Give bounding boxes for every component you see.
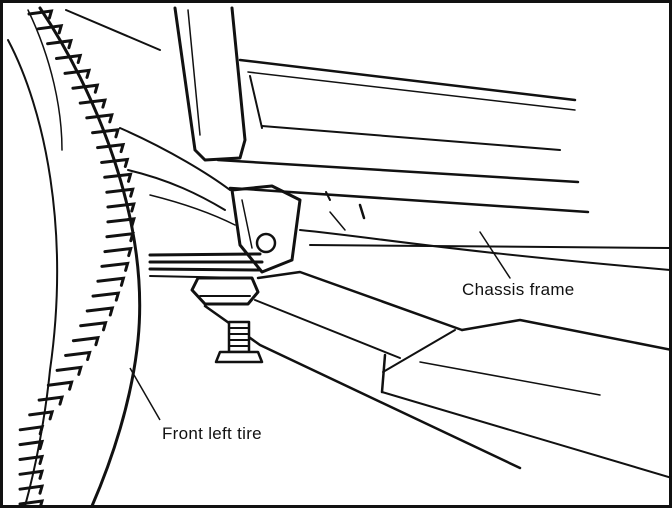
tread-mark bbox=[18, 439, 45, 451]
front-left-tire-label: Front left tire bbox=[162, 424, 262, 443]
tread-mark bbox=[18, 454, 45, 465]
tread-mark bbox=[27, 9, 54, 20]
tread-mark bbox=[85, 306, 115, 317]
tread-mark bbox=[64, 350, 92, 361]
tread-mark bbox=[71, 83, 100, 94]
tire-leader-line bbox=[129, 367, 161, 421]
tread-mark bbox=[96, 276, 126, 287]
tread-mark bbox=[85, 113, 114, 124]
tread-mark bbox=[71, 335, 100, 347]
lifting-bar-drawing bbox=[190, 270, 672, 479]
tread-mark bbox=[96, 142, 126, 154]
tread-mark bbox=[18, 425, 45, 436]
tread-mark bbox=[100, 157, 130, 168]
tire-tread bbox=[18, 9, 136, 510]
tread-mark bbox=[105, 231, 135, 243]
tread-mark bbox=[79, 321, 108, 332]
tread-mark bbox=[55, 53, 83, 64]
tread-mark bbox=[105, 187, 135, 198]
tread-mark bbox=[91, 291, 121, 302]
tread-mark bbox=[37, 395, 65, 406]
tread-mark bbox=[18, 499, 45, 510]
mount-bracket-drawing bbox=[230, 184, 302, 274]
tread-mark bbox=[46, 38, 73, 50]
body-panel-drawing bbox=[65, 6, 590, 226]
tread-mark bbox=[55, 365, 83, 376]
chassis-frame-drawing bbox=[299, 191, 671, 279]
tread-mark bbox=[36, 24, 64, 35]
tread-mark bbox=[103, 172, 133, 183]
tread-mark bbox=[18, 484, 45, 495]
tread-mark bbox=[28, 410, 55, 421]
tread-mark bbox=[63, 68, 92, 79]
tread-mark bbox=[100, 261, 130, 272]
tread-mark bbox=[18, 469, 45, 480]
tread-mark bbox=[103, 246, 133, 258]
chassis-frame-label: Chassis frame bbox=[462, 280, 575, 299]
tread-mark bbox=[78, 98, 107, 109]
tread-mark bbox=[106, 202, 136, 213]
tread-mark bbox=[46, 380, 74, 391]
tread-mark bbox=[106, 217, 136, 228]
tread-mark bbox=[91, 128, 120, 139]
